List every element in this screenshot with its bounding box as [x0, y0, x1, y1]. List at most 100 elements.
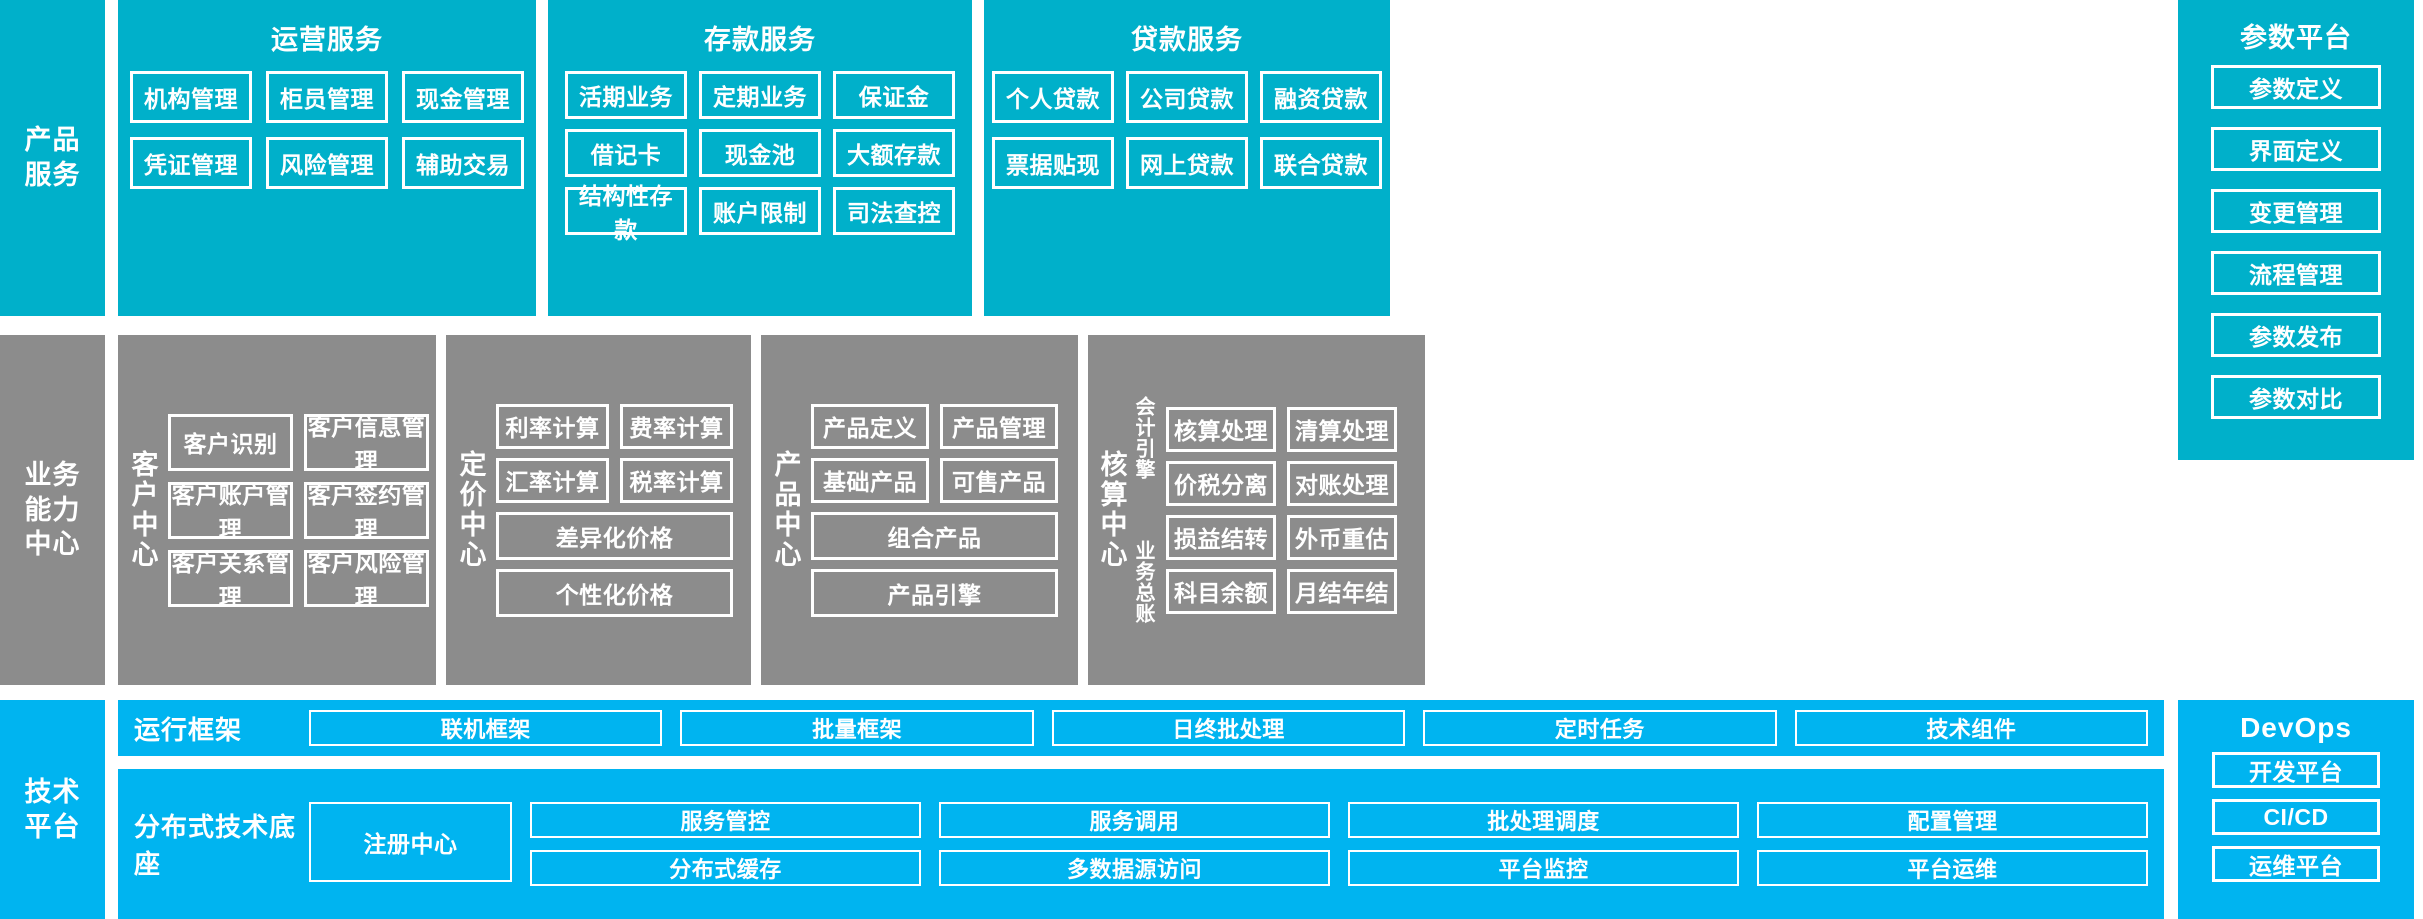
- group-title-parameter-platform: 参数平台: [2240, 23, 2352, 53]
- tech-cell-scheduled-task[interactable]: 定时任务: [1423, 710, 1777, 746]
- service-cell-bill-discount[interactable]: 票据贴现: [992, 137, 1114, 189]
- service-cell-time-business[interactable]: 定期业务: [699, 71, 821, 119]
- service-cell-teller-management[interactable]: 柜员管理: [266, 71, 388, 123]
- param-cell-parameter-definition[interactable]: 参数定义: [2211, 65, 2381, 109]
- center-cell-basic-product[interactable]: 基础产品: [811, 457, 929, 503]
- service-cell-account-restriction[interactable]: 账户限制: [699, 187, 821, 235]
- distributed-base-column: 服务调用 多数据源访问: [939, 802, 1330, 886]
- service-cell-demand-business[interactable]: 活期业务: [565, 71, 687, 119]
- center-cell-settlement-processing[interactable]: 清算处理: [1287, 406, 1397, 452]
- tech-cell-batch-framework[interactable]: 批量框架: [680, 710, 1034, 746]
- tech-cell-distributed-cache[interactable]: 分布式缓存: [530, 850, 921, 886]
- service-cell-financing-loan[interactable]: 融资贷款: [1260, 71, 1382, 123]
- tech-cell-service-governance[interactable]: 服务管控: [530, 802, 921, 838]
- customer-center-row: 客户账户管理 客户签约管理: [168, 481, 429, 542]
- tech-cell-online-framework[interactable]: 联机框架: [309, 710, 663, 746]
- param-cell-parameter-comparison[interactable]: 参数对比: [2211, 375, 2381, 419]
- service-cell-cash-pool[interactable]: 现金池: [699, 129, 821, 177]
- pricing-center-row: 汇率计算 税率计算: [496, 457, 741, 503]
- service-cell-voucher-management[interactable]: 凭证管理: [130, 137, 252, 189]
- tech-cell-end-of-day-batch[interactable]: 日终批处理: [1051, 710, 1406, 746]
- devops-cell-operations-platform[interactable]: 运维平台: [2212, 846, 2380, 882]
- center-cell-tax-rate-calculation[interactable]: 税率计算: [620, 457, 733, 503]
- tech-cell-technical-component[interactable]: 技术组件: [1794, 710, 2149, 746]
- center-label-customer-center: 客户中心: [127, 450, 158, 570]
- service-cell-auxiliary-transaction[interactable]: 辅助交易: [402, 137, 524, 189]
- param-cell-process-management[interactable]: 流程管理: [2211, 251, 2381, 295]
- service-cell-corporate-loan[interactable]: 公司贷款: [1126, 71, 1248, 123]
- product-center-row: 产品定义 产品管理: [811, 403, 1068, 449]
- param-cell-change-management[interactable]: 变更管理: [2211, 189, 2381, 233]
- accounting-center-row: 科目余额 月结年结: [1166, 568, 1415, 614]
- service-cell-large-deposit[interactable]: 大额存款: [833, 129, 955, 177]
- runtime-framework-cells: 联机框架 批量框架 日终批处理 定时任务 技术组件: [309, 710, 2149, 746]
- product-service-groups: 运营服务 机构管理 柜员管理 现金管理 凭证管理 风险管理 辅助交易 存款服务 …: [118, 0, 1390, 316]
- center-cell-price-tax-separation[interactable]: 价税分离: [1166, 460, 1276, 506]
- center-cell-customer-identification[interactable]: 客户识别: [168, 413, 293, 471]
- center-cell-profit-loss-carryover[interactable]: 损益结转: [1166, 514, 1276, 560]
- service-cell-margin-deposit[interactable]: 保证金: [833, 71, 955, 119]
- param-cell-parameter-release[interactable]: 参数发布: [2211, 313, 2381, 357]
- tech-cell-configuration-management[interactable]: 配置管理: [1757, 802, 2148, 838]
- accounting-center-label-wrap: 核算中心: [1094, 341, 1128, 679]
- service-cell-risk-management[interactable]: 风险管理: [266, 137, 388, 189]
- group-product-center: 产品中心 产品定义 产品管理 基础产品 可售产品 组合产品 产品引擎: [761, 335, 1078, 685]
- group-parameter-platform: 参数平台 参数定义 界面定义 变更管理 流程管理 参数发布 参数对比: [2178, 0, 2414, 460]
- accounting-center-body: 核算处理 清算处理 价税分离 对账处理 损益结转 外币重估 科目余额 月结年结: [1158, 406, 1415, 614]
- service-cell-online-loan[interactable]: 网上贷款: [1126, 137, 1248, 189]
- center-cell-combined-product[interactable]: 组合产品: [811, 511, 1058, 560]
- center-cell-product-engine[interactable]: 产品引擎: [811, 568, 1058, 617]
- tech-row-name-runtime-framework: 运行框架: [134, 714, 243, 745]
- group-title-loan-service: 贷款服务: [1131, 25, 1243, 55]
- devops-cell-development-platform[interactable]: 开发平台: [2212, 752, 2380, 788]
- tech-cell-service-invocation[interactable]: 服务调用: [939, 802, 1330, 838]
- customer-center-body: 客户识别 客户信息管理 客户账户管理 客户签约管理 客户关系管理 客户风险管理: [160, 413, 429, 610]
- center-cell-fee-rate-calculation[interactable]: 费率计算: [620, 403, 733, 449]
- deposit-service-grid: 活期业务 定期业务 保证金 借记卡 现金池 大额存款 结构性存款 账户限制 司法…: [548, 71, 972, 243]
- customer-center-row: 客户识别 客户信息管理: [168, 413, 429, 474]
- center-cell-account-balance[interactable]: 科目余额: [1166, 568, 1276, 614]
- tech-row-runtime-framework: 运行框架 联机框架 批量框架 日终批处理 定时任务 技术组件: [118, 700, 2164, 756]
- product-service-layer: 产品 服务: [0, 0, 2423, 316]
- tech-cell-multi-datasource-access[interactable]: 多数据源访问: [939, 850, 1330, 886]
- center-cell-customer-contract-management[interactable]: 客户签约管理: [304, 481, 429, 542]
- service-cell-judicial-control[interactable]: 司法查控: [833, 187, 955, 235]
- tech-cell-platform-monitoring[interactable]: 平台监控: [1348, 850, 1739, 886]
- center-cell-sellable-product[interactable]: 可售产品: [940, 457, 1058, 503]
- loan-service-row: 票据贴现 网上贷款 联合贷款: [992, 137, 1382, 189]
- center-cell-product-management[interactable]: 产品管理: [940, 403, 1058, 449]
- service-cell-joint-loan[interactable]: 联合贷款: [1260, 137, 1382, 189]
- service-cell-personal-loan[interactable]: 个人贷款: [992, 71, 1114, 123]
- center-cell-product-definition[interactable]: 产品定义: [811, 403, 929, 449]
- tech-cell-platform-operations[interactable]: 平台运维: [1757, 850, 2148, 886]
- parameter-platform-list: 参数定义 界面定义 变更管理 流程管理 参数发布 参数对比: [2211, 65, 2381, 419]
- param-cell-interface-definition[interactable]: 界面定义: [2211, 127, 2381, 171]
- accounting-subgroup-labels: 会计引擎 业务总账: [1128, 341, 1158, 679]
- center-cell-interest-rate-calculation[interactable]: 利率计算: [496, 403, 609, 449]
- tech-cell-registry-center[interactable]: 注册中心: [309, 802, 512, 882]
- center-cell-accounting-processing[interactable]: 核算处理: [1166, 406, 1276, 452]
- center-cell-customer-relationship-management[interactable]: 客户关系管理: [168, 549, 293, 610]
- center-cell-exchange-rate-calculation[interactable]: 汇率计算: [496, 457, 609, 503]
- tech-cell-batch-scheduling[interactable]: 批处理调度: [1348, 802, 1739, 838]
- deposit-service-row: 借记卡 现金池 大额存款: [556, 129, 964, 177]
- center-cell-customer-risk-management[interactable]: 客户风险管理: [304, 549, 429, 610]
- devops-cell-cicd[interactable]: CI/CD: [2212, 799, 2380, 835]
- layer-label-business-capability: 业务 能力 中心: [0, 335, 105, 685]
- center-cell-foreign-currency-revaluation[interactable]: 外币重估: [1287, 514, 1397, 560]
- center-cell-personalized-price[interactable]: 个性化价格: [496, 568, 733, 617]
- service-cell-institution-management[interactable]: 机构管理: [130, 71, 252, 123]
- center-cell-customer-account-management[interactable]: 客户账户管理: [168, 481, 293, 542]
- service-cell-cash-management[interactable]: 现金管理: [402, 71, 524, 123]
- distributed-base-column: 配置管理 平台运维: [1757, 802, 2148, 886]
- center-cell-month-year-end-closing[interactable]: 月结年结: [1287, 568, 1397, 614]
- operation-service-row: 凭证管理 风险管理 辅助交易: [126, 137, 528, 189]
- distributed-base-column: 批处理调度 平台监控: [1348, 802, 1739, 886]
- center-cell-reconciliation-processing[interactable]: 对账处理: [1287, 460, 1397, 506]
- layer-label-tech-platform: 技术 平台: [0, 700, 105, 919]
- center-cell-customer-info-management[interactable]: 客户信息管理: [304, 413, 429, 474]
- center-cell-differentiated-price[interactable]: 差异化价格: [496, 511, 733, 560]
- service-cell-structured-deposit[interactable]: 结构性存款: [565, 183, 687, 243]
- service-cell-debit-card[interactable]: 借记卡: [565, 129, 687, 177]
- deposit-service-row: 结构性存款 账户限制 司法查控: [556, 183, 964, 243]
